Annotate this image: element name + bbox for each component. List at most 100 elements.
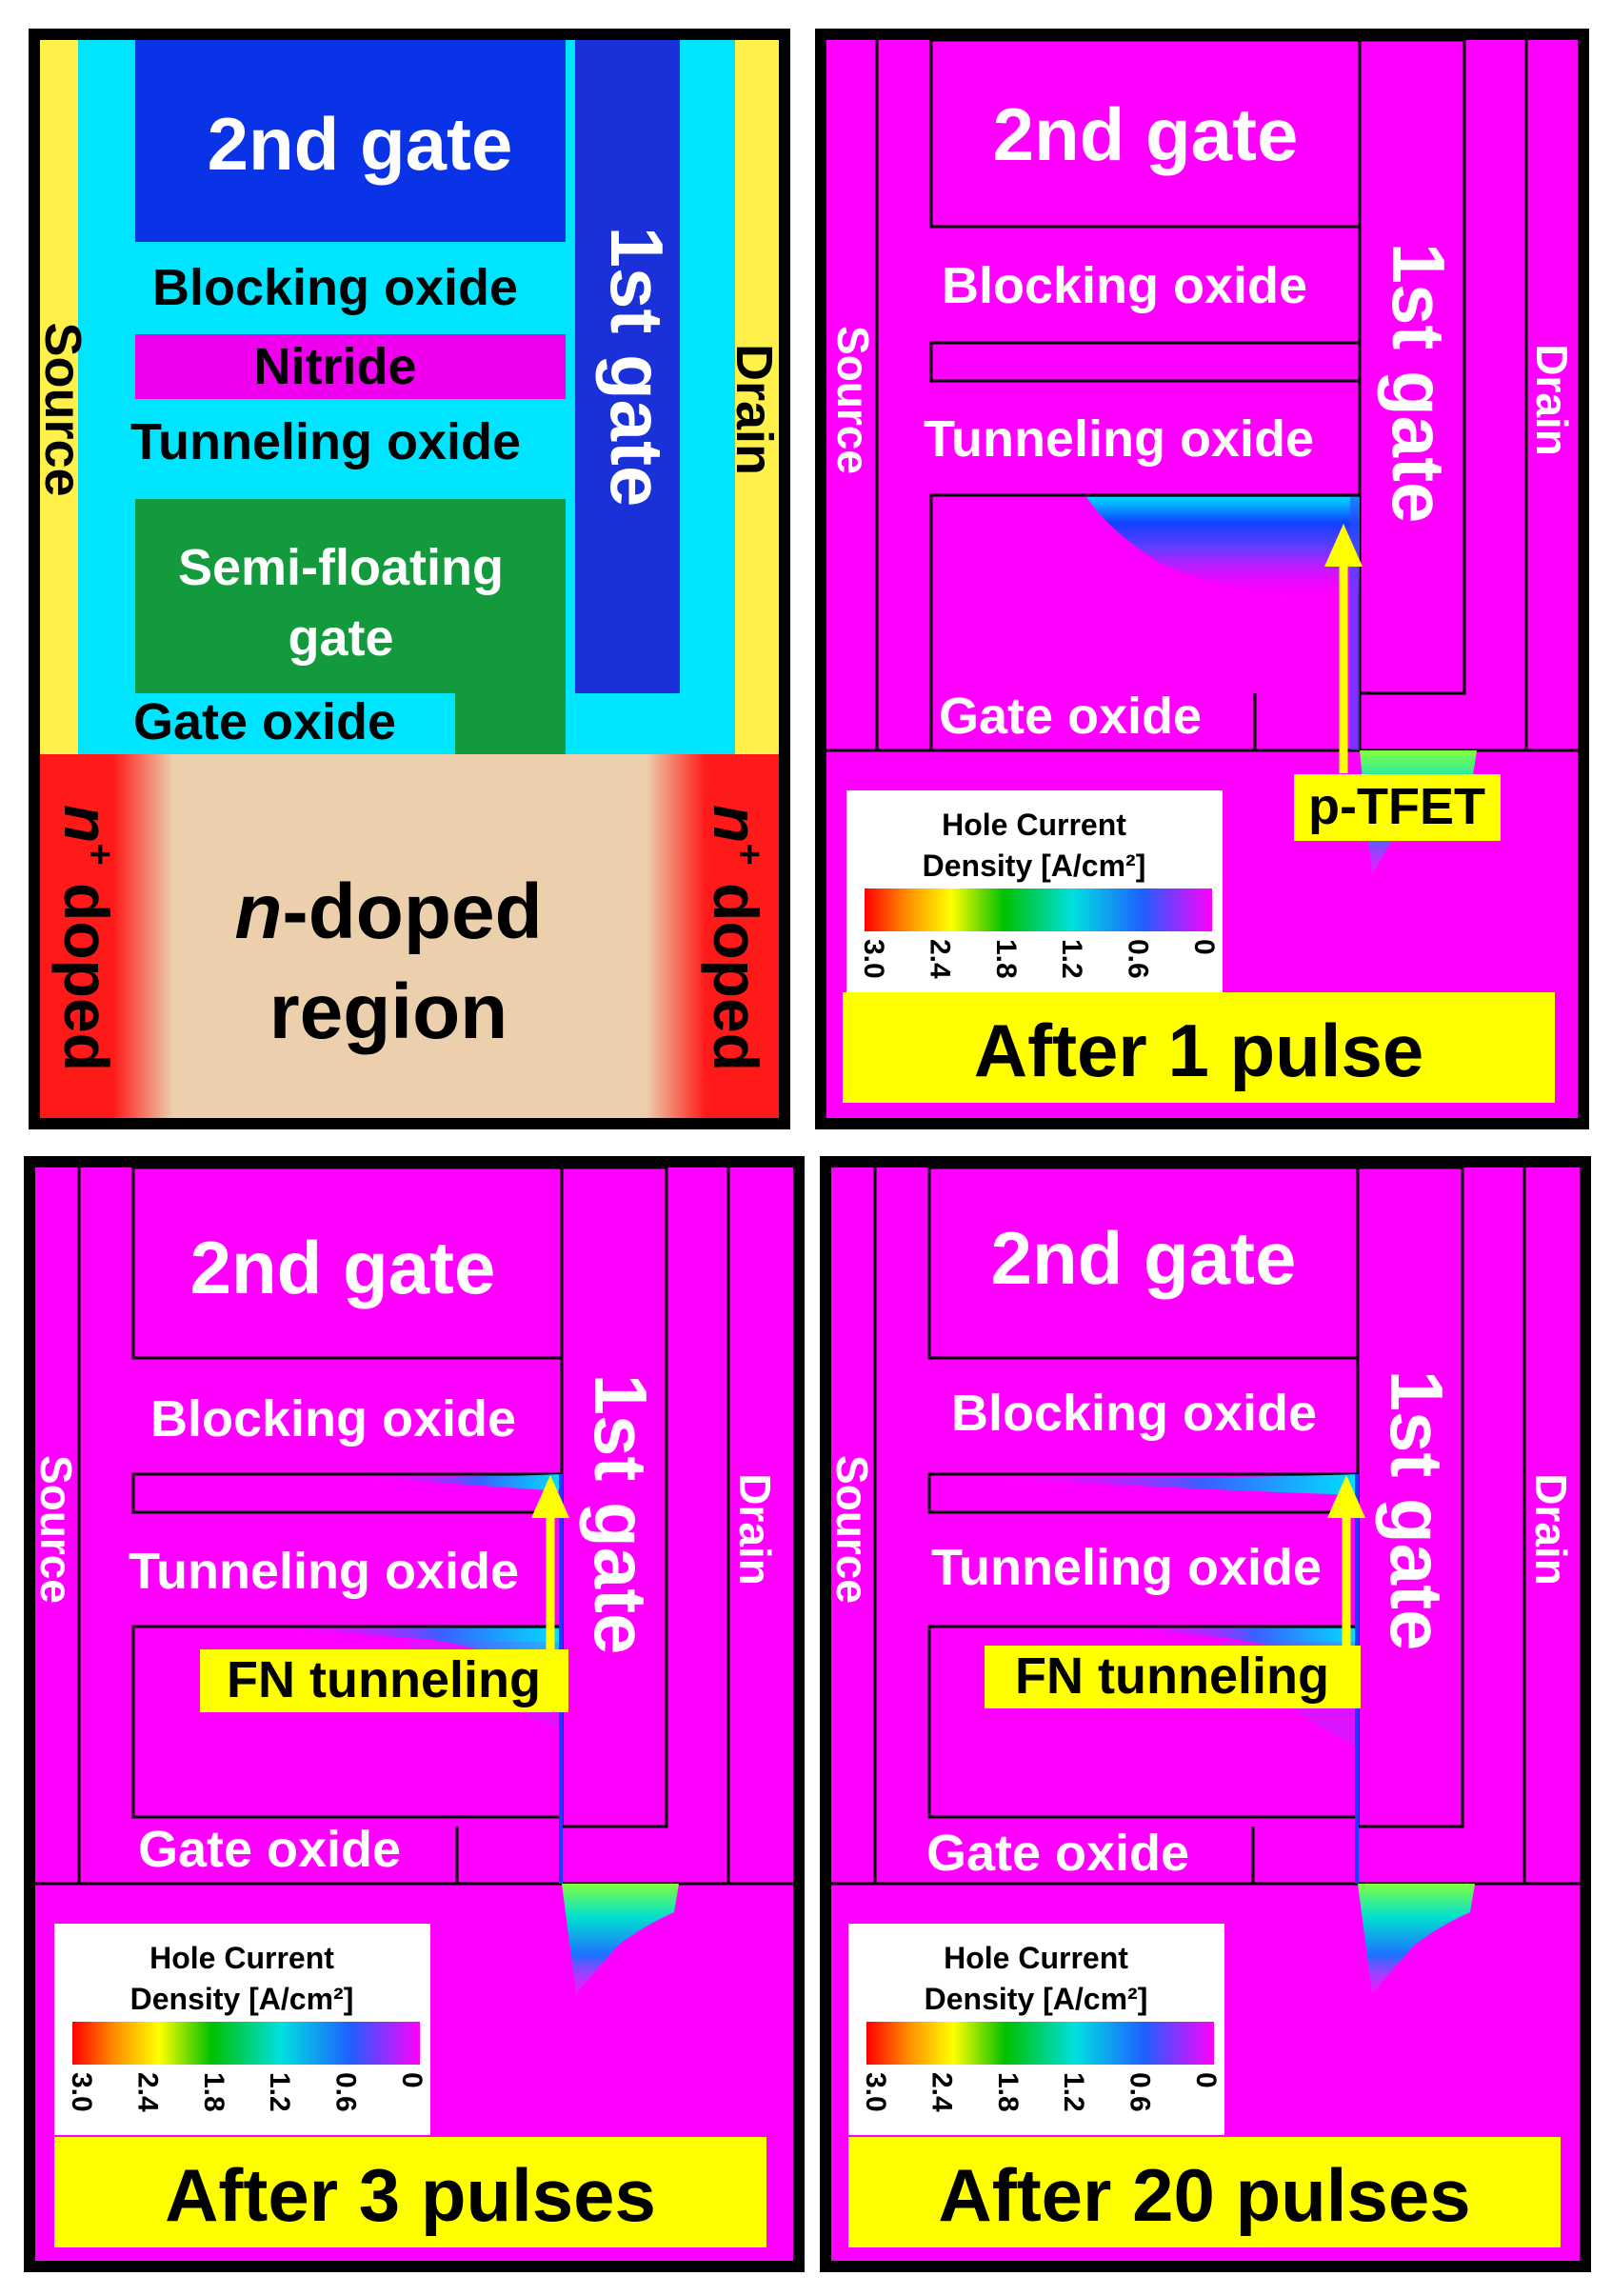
colorbar-tick-label: 1.2 bbox=[264, 2072, 295, 2112]
colorbar-tick-label: 2.4 bbox=[925, 2072, 957, 2112]
source-label: Source bbox=[827, 1455, 877, 1604]
annotation-box bbox=[200, 1649, 568, 1712]
n-doped-label-2: region bbox=[269, 968, 508, 1055]
gate-oxide-label: Gate oxide bbox=[926, 1825, 1189, 1882]
colorbar-tick-label: 0 bbox=[1188, 939, 1220, 955]
caption-label: After 20 pulses bbox=[938, 2153, 1470, 2237]
ptfet-arrow bbox=[1324, 524, 1363, 773]
colorbar-tick-label: 3.0 bbox=[858, 939, 889, 979]
n-plus-left-sup: + bbox=[79, 843, 121, 865]
source-label: Source bbox=[31, 1455, 81, 1604]
caption-label: After 1 pulse bbox=[974, 1008, 1423, 1092]
caption-label: After 3 pulses bbox=[165, 2153, 656, 2237]
colorbar-gradient bbox=[866, 2022, 1214, 2065]
structure-outlines bbox=[826, 38, 1578, 752]
blocking-oxide-label: Blocking oxide bbox=[152, 259, 518, 316]
second-gate-label: 2nd gate bbox=[190, 1226, 496, 1309]
semi-floating-label-2: gate bbox=[288, 609, 393, 667]
second-gate-label: 2nd gate bbox=[208, 102, 513, 186]
annotation-box bbox=[1294, 774, 1501, 841]
drain-label: Drain bbox=[726, 344, 783, 475]
n-plus-right-label: n+ doped bbox=[701, 805, 771, 1071]
n-doped-label-1: n-doped bbox=[234, 868, 542, 955]
second-gate-region bbox=[135, 40, 566, 242]
fn-tunneling-arrow bbox=[531, 1475, 569, 1651]
colorbar-gradient bbox=[72, 2022, 420, 2065]
nitride-region bbox=[135, 334, 566, 399]
blocking-oxide-label: Blocking oxide bbox=[150, 1390, 516, 1447]
colorbar-tick-label: 1.8 bbox=[990, 939, 1022, 979]
legend-title-2: Density [A/cm²] bbox=[923, 849, 1146, 883]
hole-current-sfg bbox=[1086, 497, 1360, 602]
hole-current-hotspot bbox=[1358, 1884, 1475, 1994]
hole-current-channel bbox=[1350, 497, 1360, 750]
nitride-label: Nitride bbox=[253, 338, 416, 395]
legend-title-1: Hole Current bbox=[149, 1941, 334, 1975]
colorbar-tick-label: 2.4 bbox=[131, 2072, 163, 2112]
n-plus-right-letter: n bbox=[701, 805, 771, 843]
colorbar-tick-label: 3.0 bbox=[860, 2072, 891, 2112]
first-gate-label: 1st gate bbox=[1377, 243, 1461, 524]
colorbar-tick-label: 0.6 bbox=[330, 2072, 362, 2112]
first-gate-region bbox=[575, 40, 680, 693]
legend-title-1: Hole Current bbox=[942, 808, 1126, 842]
source-label: Source bbox=[828, 326, 878, 474]
colorbar-tick-label: 1.2 bbox=[1056, 939, 1087, 979]
blocking-oxide-label: Blocking oxide bbox=[942, 257, 1307, 314]
colorbar-tick-label: 0 bbox=[396, 2072, 428, 2088]
legend-title-2: Density [A/cm²] bbox=[925, 1982, 1148, 2016]
caption-box bbox=[843, 992, 1555, 1103]
legend-title-2: Density [A/cm²] bbox=[130, 1982, 354, 2016]
tunneling-oxide-label: Tunneling oxide bbox=[924, 410, 1314, 468]
caption-box bbox=[848, 2137, 1561, 2247]
panel-after-1-pulse: 2nd gate 1st gate Blocking oxide Tunneli… bbox=[815, 29, 1589, 1129]
panel-after-20-pulses: 2nd gate 1st gate Blocking oxide Tunneli… bbox=[820, 1156, 1591, 2272]
second-gate-label: 2nd gate bbox=[991, 1216, 1297, 1300]
fn-tunneling-arrow bbox=[1327, 1475, 1365, 1647]
tunneling-oxide-label: Tunneling oxide bbox=[130, 413, 521, 470]
colorbar-tick-label: 0.6 bbox=[1123, 939, 1154, 979]
first-gate-label: 1st gate bbox=[579, 1374, 663, 1655]
n-doped-rest: -doped bbox=[282, 868, 542, 955]
hole-current-hotspot bbox=[562, 1884, 679, 1994]
hole-current-nitride bbox=[972, 1474, 1358, 1495]
colorbar-tick-label: 1.8 bbox=[992, 2072, 1024, 2112]
semi-floating-gate-region bbox=[135, 499, 566, 754]
drain-label: Drain bbox=[1527, 344, 1577, 456]
second-gate-label: 2nd gate bbox=[993, 92, 1299, 176]
legend-title-1: Hole Current bbox=[944, 1941, 1128, 1975]
tunneling-oxide-label: Tunneling oxide bbox=[129, 1543, 519, 1600]
drain-label: Drain bbox=[730, 1473, 780, 1586]
gate-oxide-label: Gate oxide bbox=[939, 688, 1202, 745]
drain-region bbox=[735, 40, 779, 754]
caption-box bbox=[54, 2137, 766, 2247]
colorbar-tick-label: 1.8 bbox=[198, 2072, 229, 2112]
n-plus-left-rest: doped bbox=[51, 866, 122, 1071]
n-plus-left-letter: n bbox=[51, 805, 122, 843]
annotation-label: FN tunneling bbox=[227, 1651, 541, 1708]
hole-current-sfg-top bbox=[1105, 1628, 1358, 1670]
first-gate-label: 1st gate bbox=[595, 227, 679, 508]
source-label: Source bbox=[34, 322, 91, 496]
semi-floating-label-1: Semi-floating bbox=[178, 539, 504, 596]
blocking-oxide-label: Blocking oxide bbox=[951, 1385, 1317, 1442]
colorbar-gradient bbox=[865, 888, 1212, 931]
colorbar-tick-label: 3.0 bbox=[66, 2072, 97, 2112]
gate-oxide-label: Gate oxide bbox=[138, 1821, 401, 1878]
n-plus-right-rest: doped bbox=[701, 866, 771, 1071]
n-plus-right bbox=[646, 754, 779, 1118]
tunneling-oxide-label: Tunneling oxide bbox=[931, 1539, 1322, 1596]
panel-structure: 2nd gate 1st gate Blocking oxide Nitride… bbox=[29, 29, 790, 1129]
annotation-box bbox=[985, 1646, 1361, 1708]
panel-after-3-pulses: 2nd gate 1st gate Blocking oxide Tunneli… bbox=[24, 1156, 805, 2272]
drain-label: Drain bbox=[1526, 1473, 1576, 1586]
colorbar-tick-label: 0 bbox=[1190, 2072, 1222, 2088]
n-doped-letter: n bbox=[234, 868, 282, 955]
hole-current-nitride bbox=[352, 1474, 562, 1491]
first-gate-label: 1st gate bbox=[1375, 1370, 1459, 1651]
source-region bbox=[40, 40, 78, 754]
n-plus-left bbox=[40, 754, 173, 1118]
